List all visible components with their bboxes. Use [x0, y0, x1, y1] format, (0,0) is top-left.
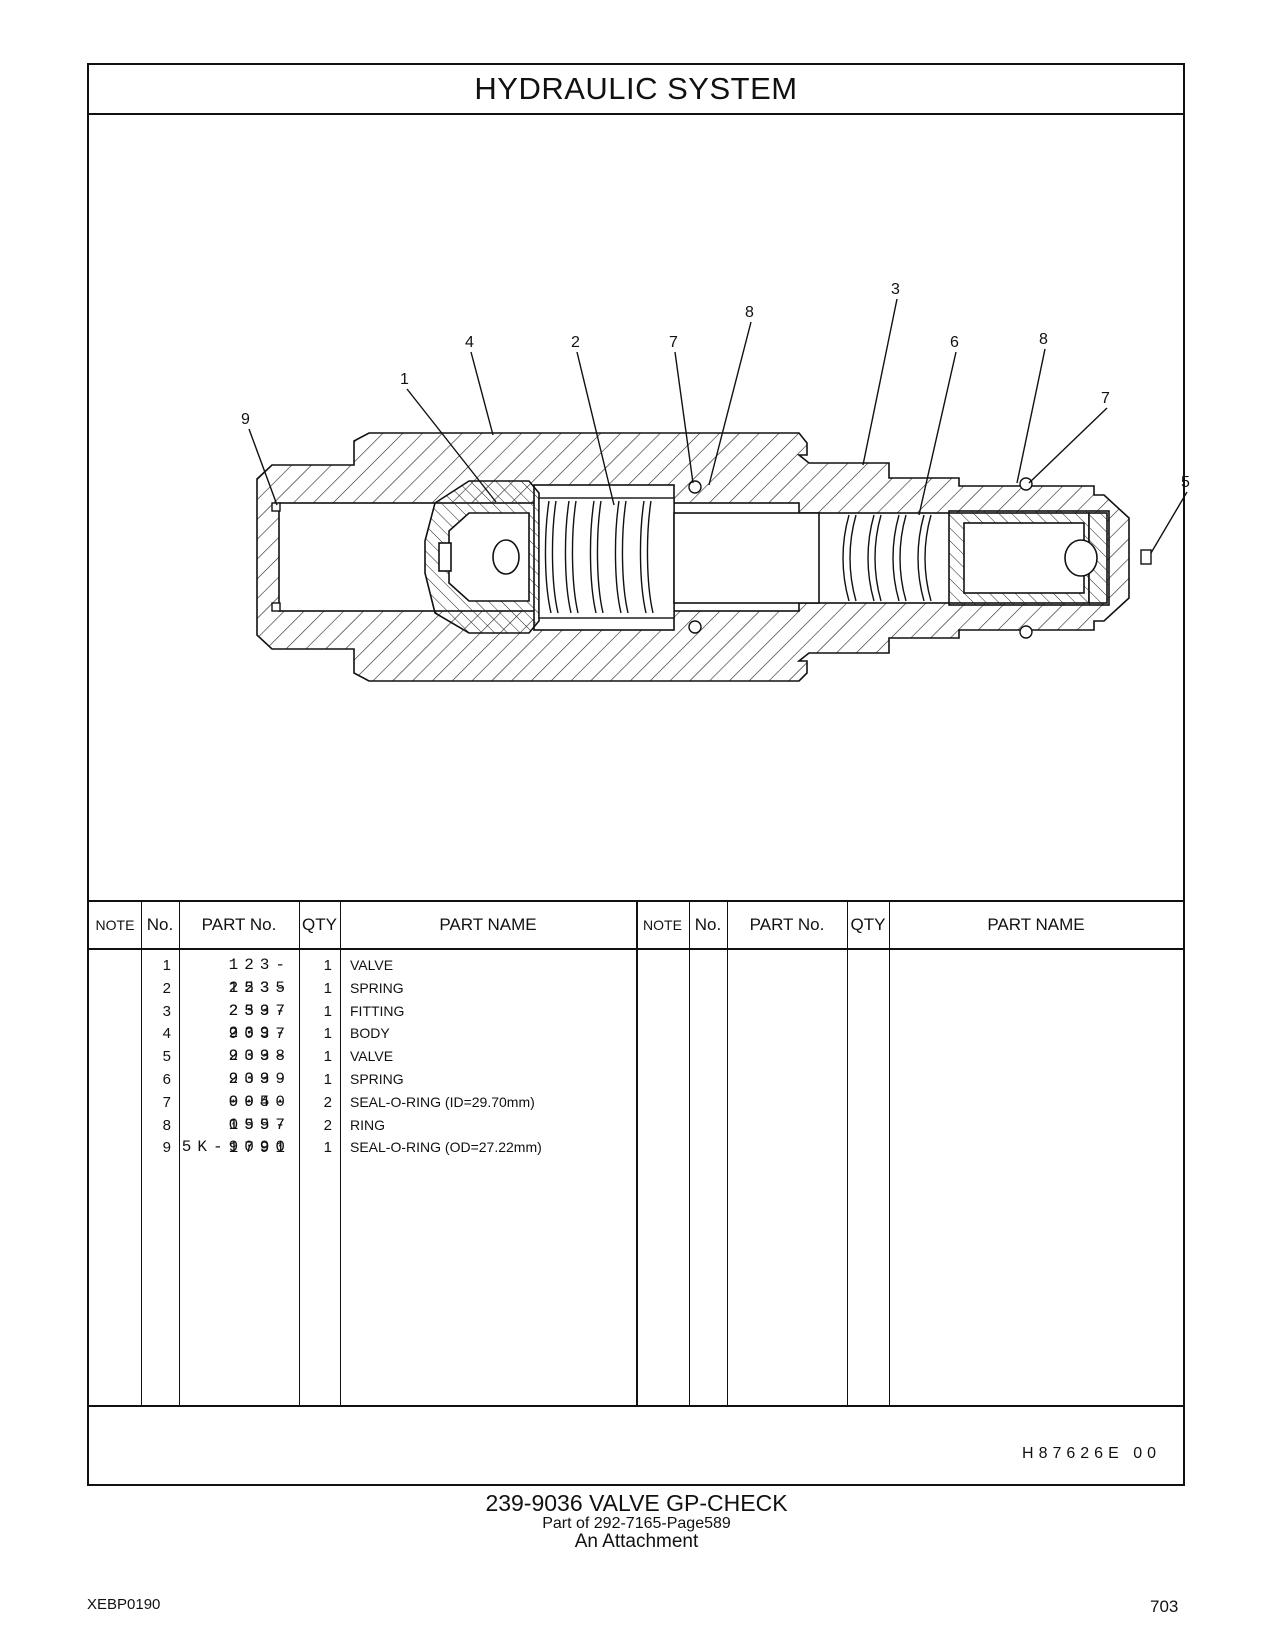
row-qty: 2	[323, 1093, 332, 1111]
row-qty: 1	[323, 979, 332, 997]
row-qty: 1	[323, 1139, 332, 1157]
row-part-name: BODY	[350, 1025, 390, 1042]
row-part-no: 239-9039	[228, 1047, 291, 1089]
row-no: 7	[162, 1093, 171, 1111]
exploded-view-drawing: 9 1 4 2 7 8 3 6 8 7 5	[89, 113, 1190, 900]
row-part-name: VALVE	[350, 1048, 394, 1065]
row-no: 5	[162, 1048, 171, 1066]
header-no: No.	[146, 915, 174, 934]
illustration-code: H87626E 00	[1022, 1445, 1161, 1462]
parts-table: NOTE No. PART No. QTY PART NAME NOTE No.…	[89, 900, 1183, 1407]
row-no: 1	[162, 957, 171, 974]
header-part-name: PART NAME	[439, 915, 537, 934]
row-no: 6	[162, 1071, 171, 1088]
row-part-name: FITTING	[350, 1002, 405, 1019]
page-title: HYDRAULIC SYSTEM	[89, 65, 1183, 115]
callout-6: 6	[950, 334, 959, 351]
row-no: 4	[162, 1025, 171, 1043]
row-no: 2	[162, 979, 171, 997]
row-no: 8	[162, 1116, 171, 1134]
row-no: 9	[162, 1139, 171, 1157]
row-part-no: 123-2535	[228, 956, 291, 997]
row-part-name: RING	[350, 1116, 385, 1133]
row-part-name: SEAL-O-RING (OD=27.22mm)	[350, 1139, 542, 1156]
group-subtitle: An Attachment	[574, 1531, 699, 1552]
callout-8b: 8	[1039, 331, 1048, 348]
row-part-no: 5K-9090	[181, 1138, 291, 1157]
row-part-no: 095-1597	[228, 1092, 291, 1134]
callout-7: 7	[669, 334, 678, 351]
valve-cross-section-diagram: 9 1 4 2 7 8 3 6 8 7 5	[241, 281, 1190, 682]
row-part-name: SEAL-O-RING (ID=29.70mm)	[350, 1093, 535, 1110]
row-part-no: 095-1791	[228, 1115, 291, 1157]
callout-5: 5	[1181, 474, 1190, 491]
group-title: 239-9036 VALVE GP-CHECK	[485, 1490, 788, 1516]
row-part-name: VALVE	[350, 957, 394, 973]
row-qty: 2	[323, 1116, 332, 1134]
header-note: NOTE	[95, 917, 135, 933]
row-part-no: 239-9038	[228, 1024, 291, 1066]
callout-8: 8	[745, 304, 754, 321]
page-frame: HYDRAULIC SYSTEM	[87, 63, 1190, 1486]
document-id: XEBP0190	[87, 1596, 161, 1613]
row-qty: 1	[323, 1048, 332, 1066]
header-part-no: PART No.	[201, 915, 277, 934]
header-qty: QTY	[302, 915, 337, 934]
callout-2: 2	[571, 334, 580, 351]
callout-3: 3	[891, 281, 900, 298]
row-qty: 1	[323, 1071, 332, 1088]
row-qty: 1	[323, 957, 332, 974]
header-qty-2: QTY	[850, 915, 886, 934]
row-no: 3	[162, 1002, 171, 1020]
header-part-no-2: PART No.	[749, 915, 825, 934]
callout-1: 1	[400, 371, 409, 388]
row-part-no: 123-2537	[228, 978, 291, 1020]
row-part-no: 239-9040	[228, 1070, 291, 1111]
callout-9: 9	[241, 411, 250, 428]
header-part-name-2: PART NAME	[987, 915, 1085, 934]
row-part-no: 239-9037	[228, 1001, 291, 1043]
header-no-2: No.	[694, 915, 722, 934]
row-part-name: SPRING	[350, 1071, 404, 1087]
row-qty: 1	[323, 1025, 332, 1043]
page-number: 703	[1150, 1597, 1179, 1616]
group-reference: Part of 292-7165-Page589	[542, 1515, 731, 1532]
row-qty: 1	[323, 1002, 332, 1020]
row-part-name: SPRING	[350, 979, 404, 996]
header-note-2: NOTE	[643, 917, 682, 933]
callout-4: 4	[465, 334, 474, 351]
callout-7b: 7	[1101, 390, 1110, 407]
